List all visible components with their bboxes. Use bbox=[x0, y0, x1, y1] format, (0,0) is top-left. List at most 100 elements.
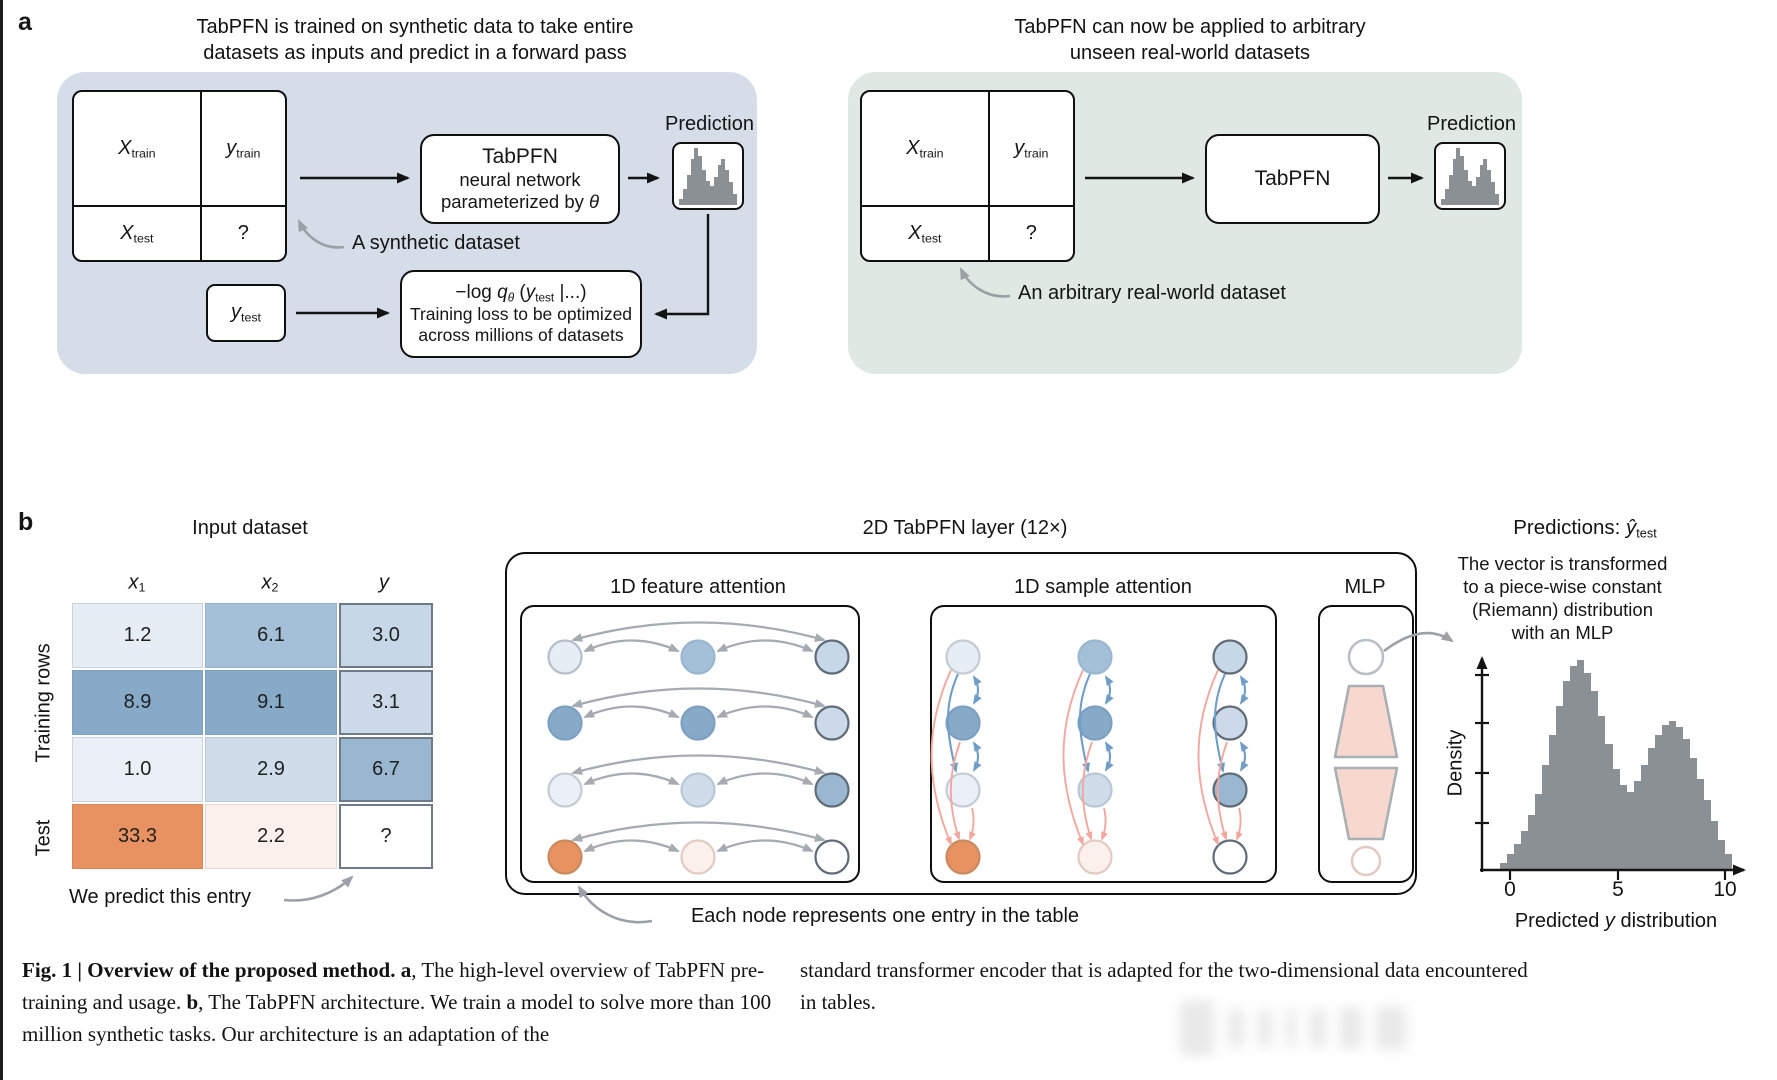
watermark-blob bbox=[1180, 1000, 1214, 1056]
page-edge-line bbox=[0, 0, 3, 1080]
histogram-bar bbox=[1556, 705, 1564, 869]
loss-q: q bbox=[497, 281, 508, 303]
loss-post: |...) bbox=[554, 281, 587, 303]
test-row-label: Test bbox=[32, 819, 55, 857]
histogram-bar bbox=[1584, 672, 1592, 869]
mlp-output-node bbox=[1350, 845, 1382, 877]
panel-a-right-title-line2: unseen real-world datasets bbox=[1069, 42, 1311, 64]
attention-arrow bbox=[972, 675, 982, 705]
attention-node bbox=[1212, 772, 1248, 808]
histogram-bar bbox=[702, 169, 707, 205]
histogram-bar bbox=[1500, 862, 1508, 869]
histogram-bar bbox=[1563, 680, 1571, 869]
loss-y-sub: test bbox=[535, 291, 555, 305]
mlp-input-node bbox=[1347, 638, 1385, 676]
y-train-cell: ytrain bbox=[201, 92, 285, 208]
predict-entry-annotation: We predict this entry bbox=[69, 886, 251, 908]
x-train-cell: Xtrain bbox=[862, 92, 990, 208]
attention-arrow bbox=[1104, 741, 1114, 772]
tabpfn-model-box: TabPFN neural network parameterized by θ bbox=[420, 134, 620, 224]
unknown-cell: ? bbox=[1025, 222, 1037, 245]
attention-node bbox=[680, 705, 716, 741]
x-test-symbol: X bbox=[120, 221, 134, 244]
histogram-bar bbox=[1514, 843, 1522, 869]
histogram-bar bbox=[1542, 764, 1550, 869]
prediction-thumb-hist-bars bbox=[1441, 148, 1499, 205]
real-dataset-table: Xtrain ytrain Xtest ? bbox=[860, 90, 1075, 262]
histogram-bar bbox=[1640, 764, 1648, 869]
pred-desc-line3: (Riemann) distribution bbox=[1472, 599, 1653, 620]
prediction-thumb-hist-bars bbox=[679, 148, 737, 205]
synthetic-dataset-table: Xtrain ytrain Xtest ? bbox=[72, 90, 287, 262]
sample-attention-title: 1D sample attention bbox=[1014, 576, 1192, 598]
attention-node bbox=[680, 839, 716, 875]
y-train-sub: train bbox=[1024, 146, 1049, 161]
attention-node bbox=[814, 772, 850, 808]
attention-arrow bbox=[571, 754, 826, 775]
tabpfn-box-right: TabPFN bbox=[1205, 134, 1380, 224]
attention-arrow bbox=[583, 705, 680, 719]
histogram-bar bbox=[1444, 189, 1449, 205]
x-train-symbol: X bbox=[118, 136, 132, 159]
histogram-bar bbox=[694, 148, 699, 205]
attention-node bbox=[1212, 839, 1248, 875]
histogram-bar bbox=[1521, 831, 1529, 869]
sample-attention-diagram bbox=[930, 639, 1249, 875]
attention-arrow bbox=[1197, 669, 1219, 846]
histogram-bar bbox=[1626, 791, 1634, 869]
histogram-bar bbox=[1456, 148, 1461, 205]
y-train-cell: ytrain bbox=[989, 92, 1073, 208]
histogram-bar bbox=[1464, 169, 1469, 205]
x-train-sub: train bbox=[131, 146, 156, 161]
watermark-blob bbox=[1340, 1007, 1362, 1049]
histogram-bar bbox=[1605, 743, 1613, 869]
histogram-bar bbox=[1654, 735, 1662, 869]
panel-a-left-title: TabPFN is trained on synthetic data to t… bbox=[150, 14, 680, 66]
histogram-bar bbox=[690, 159, 695, 205]
caption-segment: Fig. 1 | Overview of the proposed method… bbox=[22, 958, 401, 982]
figure-caption-right: standard transformer encoder that is ada… bbox=[800, 954, 1530, 1018]
histogram-bar bbox=[1647, 747, 1655, 869]
watermark-blob bbox=[1310, 1008, 1326, 1048]
attention-node bbox=[1212, 639, 1248, 675]
attention-node bbox=[547, 772, 583, 808]
y-train-symbol: y bbox=[1014, 136, 1025, 159]
x2-symbol: x bbox=[261, 571, 272, 594]
x2-sub: 2 bbox=[271, 580, 279, 595]
col-header-x2: x2 bbox=[262, 571, 279, 594]
histogram-bar bbox=[729, 182, 734, 205]
histogram-bar bbox=[721, 159, 726, 205]
loss-formula: −log qθ (ytest |...) bbox=[455, 282, 586, 304]
watermark-blob bbox=[1228, 1008, 1244, 1048]
loss-pre: −log bbox=[455, 281, 498, 303]
input-table-cell: 2.9 bbox=[205, 737, 337, 802]
histogram-bar bbox=[1598, 716, 1606, 869]
y-train-sub: train bbox=[236, 146, 261, 161]
x-tick-10: 10 bbox=[1713, 878, 1737, 901]
histogram-bar bbox=[1661, 724, 1669, 869]
panel-b-label: b bbox=[18, 508, 34, 536]
layer-title: 2D TabPFN layer (12×) bbox=[862, 517, 1068, 539]
attention-arrow bbox=[716, 705, 814, 719]
attention-arrow bbox=[1239, 675, 1249, 705]
watermark-blob bbox=[1376, 1006, 1406, 1050]
attention-arrow bbox=[949, 741, 961, 841]
histogram-bar bbox=[1710, 820, 1718, 869]
predictions-title: Predictions: ŷtest bbox=[1465, 516, 1705, 541]
attention-arrow bbox=[1239, 741, 1249, 772]
x-test-symbol: X bbox=[908, 221, 922, 244]
histogram-bar bbox=[1612, 768, 1620, 869]
predictions-title-pre: Predictions: bbox=[1513, 516, 1627, 539]
loss-line2: Training loss to be optimized bbox=[409, 304, 633, 325]
histogram-bar bbox=[1475, 176, 1480, 205]
caption-right-text: standard transformer encoder that is ada… bbox=[800, 958, 1528, 1014]
histogram-bar bbox=[1491, 182, 1496, 205]
synthetic-dataset-annotation: A synthetic dataset bbox=[352, 232, 520, 254]
prediction-label-right: Prediction bbox=[1427, 113, 1516, 135]
input-table-cell: 3.1 bbox=[339, 670, 433, 735]
histogram-bar bbox=[1448, 175, 1453, 205]
y-symbol: y bbox=[379, 571, 389, 594]
histogram-bar bbox=[733, 193, 737, 205]
